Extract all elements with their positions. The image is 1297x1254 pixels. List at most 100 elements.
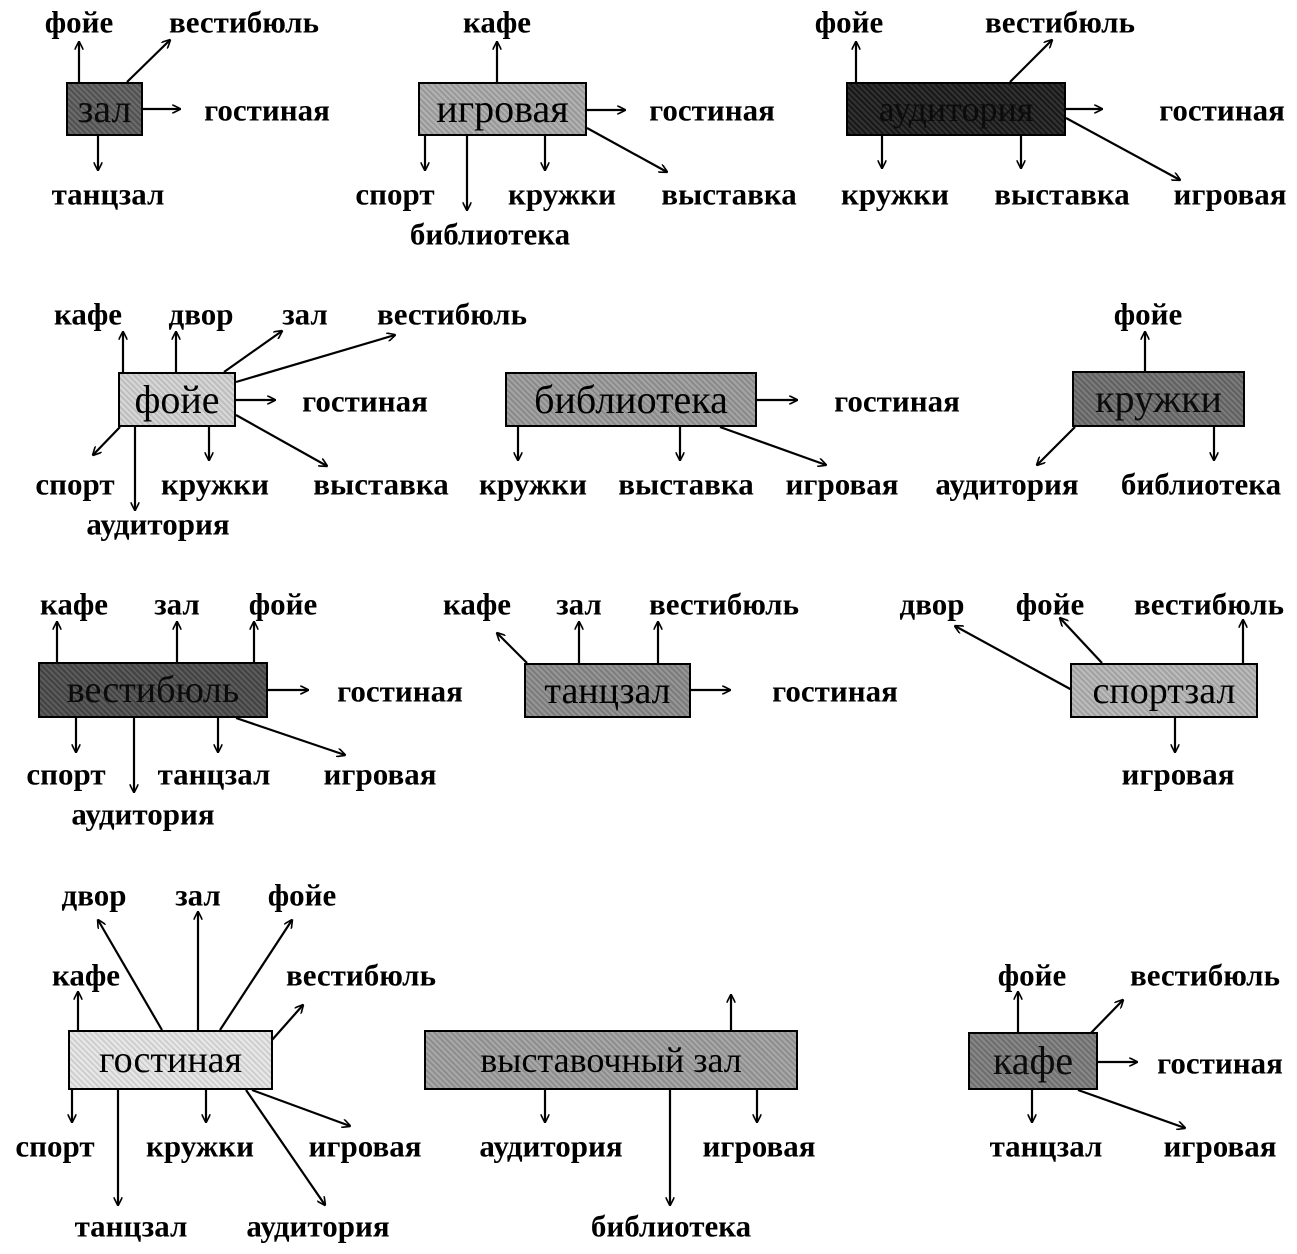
label-aud-vystavka: выставка bbox=[994, 176, 1130, 212]
label-ves-sport: спорт bbox=[26, 756, 106, 792]
label-vys-auditoriya: аудитория bbox=[479, 1128, 623, 1164]
label-gos-foye: фойе bbox=[267, 877, 337, 913]
label-foy-dvor: двор bbox=[168, 296, 234, 332]
label-foy-auditoriya: аудитория bbox=[86, 506, 230, 542]
label-kru-auditoriya: аудитория bbox=[935, 466, 1079, 502]
label-gos-vestibyul: вестибюль bbox=[286, 957, 436, 993]
room-foye: фойе bbox=[118, 372, 236, 427]
label-aud-gostinaya: гостиная bbox=[1159, 92, 1285, 128]
label-kaf-igrovaya: игровая bbox=[1163, 1128, 1277, 1164]
room-biblioteka: библиотека bbox=[505, 372, 757, 427]
label-igr-gostinaya: гостиная bbox=[649, 92, 775, 128]
label-foy-zal: зал bbox=[282, 296, 328, 332]
label-ves-gostinaya: гостиная bbox=[337, 673, 463, 709]
room-vestibyul: вестибюль bbox=[38, 662, 268, 718]
label-ves-tantszal: танцзал bbox=[157, 756, 271, 792]
label-kaf-tantszal: танцзал bbox=[989, 1128, 1103, 1164]
label-gos-dvor: двор bbox=[61, 877, 127, 913]
label-gos-kafe: кафе bbox=[51, 957, 121, 993]
label-tan-zal: зал bbox=[556, 586, 602, 622]
label-aud-vestibyul: вестибюль bbox=[985, 4, 1135, 40]
arrow-kaf-igrovaya bbox=[1077, 1088, 1185, 1128]
room-sportzal: спортзал bbox=[1070, 663, 1258, 718]
arrow-foy-vystavka bbox=[235, 414, 327, 466]
label-spo-dvor: двор bbox=[899, 586, 965, 622]
label-kaf-foye: фойе bbox=[997, 957, 1067, 993]
room-kruzhki: кружки bbox=[1072, 371, 1245, 427]
label-bib-vystavka: выставка bbox=[618, 466, 754, 502]
label-ves-kafe: кафе bbox=[39, 586, 109, 622]
arrow-aud-igrovaya bbox=[1065, 117, 1180, 180]
label-igr-kafe: кафе bbox=[462, 4, 532, 40]
arrow-gos-vestibyul bbox=[271, 1005, 303, 1041]
label-gos-tantszal: танцзал bbox=[74, 1208, 188, 1244]
label-kaf-vestibyul: вестибюль bbox=[1130, 957, 1280, 993]
label-aud-igrovaya: игровая bbox=[1173, 176, 1287, 212]
label-aud-foye: фойе bbox=[814, 4, 884, 40]
label-igr-biblioteka: библиотека bbox=[409, 216, 571, 252]
arrow-foy-zal bbox=[223, 331, 282, 373]
label-foy-sport: спорт bbox=[35, 466, 115, 502]
label-foy-vystavka: выставка bbox=[313, 466, 449, 502]
arrow-gos-auditoriya bbox=[245, 1089, 325, 1205]
label-bib-kruzhki: кружки bbox=[479, 466, 587, 502]
room-kafe: кафе bbox=[968, 1032, 1098, 1090]
label-kaf-gostinaya: гостиная bbox=[1157, 1045, 1283, 1081]
label-spo-igrovaya: игровая bbox=[1121, 756, 1235, 792]
label-foy-vestibyul: вестибюль bbox=[377, 296, 527, 332]
label-spo-foye: фойе bbox=[1015, 586, 1085, 622]
room-auditoriya: аудитория bbox=[846, 82, 1066, 136]
arrow-kru-auditoriya bbox=[1037, 426, 1076, 465]
arrow-foy-vestibyul bbox=[235, 335, 395, 384]
room-zal: зал bbox=[66, 82, 143, 136]
arrow-gos-igrovaya bbox=[251, 1088, 350, 1126]
label-foy-kruzhki: кружки bbox=[161, 466, 269, 502]
arrow-gos-dvor bbox=[98, 920, 163, 1031]
label-bib-gostinaya: гостиная bbox=[834, 383, 960, 419]
label-zal-tantszal: танцзал bbox=[51, 176, 165, 212]
arrow-aud-vestibyul bbox=[1009, 40, 1052, 83]
label-gos-igrovaya: игровая bbox=[308, 1128, 422, 1164]
label-aud-kruzhki: кружки bbox=[841, 176, 949, 212]
room-tantszal: танцзал bbox=[524, 663, 691, 718]
arrow-spo-foye bbox=[1060, 618, 1103, 664]
label-gos-sport: спорт bbox=[15, 1128, 95, 1164]
label-kru-foye: фойе bbox=[1113, 296, 1183, 332]
label-foy-gostinaya: гостиная bbox=[302, 383, 428, 419]
label-ves-zal: зал bbox=[154, 586, 200, 622]
label-zal-vestibyul: вестибюль bbox=[169, 4, 319, 40]
label-kru-biblioteka: библиотека bbox=[1120, 466, 1282, 502]
arrow-igr-vystavka bbox=[586, 127, 667, 172]
label-vys-igrovaya: игровая bbox=[702, 1128, 816, 1164]
arrow-tan-kafe bbox=[497, 633, 528, 664]
room-vystavochny-zal: выставочный зал bbox=[424, 1030, 798, 1090]
label-zal-foye: фойе bbox=[44, 4, 114, 40]
label-ves-auditoriya: аудитория bbox=[71, 796, 215, 832]
room-gostinaya: гостиная bbox=[68, 1030, 273, 1090]
label-tan-gostinaya: гостиная bbox=[772, 673, 898, 709]
label-foy-kafe: кафе bbox=[53, 296, 123, 332]
label-ves-foye: фойе bbox=[248, 586, 318, 622]
label-gos-kruzhki: кружки bbox=[146, 1128, 254, 1164]
label-zal-gostinaya: гостиная bbox=[204, 92, 330, 128]
room-igrovaya: игровая bbox=[418, 82, 587, 136]
arrow-zal-vestibyul bbox=[126, 40, 170, 83]
arrow-foy-sport bbox=[93, 426, 121, 455]
label-tan-kafe: кафе bbox=[442, 586, 512, 622]
label-ves-igrovaya: игровая bbox=[323, 756, 437, 792]
arrow-spo-dvor bbox=[955, 626, 1073, 691]
label-bib-igrovaya: игровая bbox=[785, 466, 899, 502]
label-gos-zal: зал bbox=[175, 877, 221, 913]
label-igr-kruzhki: кружки bbox=[508, 176, 616, 212]
arrow-kaf-vestibyul bbox=[1087, 1000, 1123, 1037]
label-tan-vestibyul: вестибюль bbox=[649, 586, 799, 622]
label-spo-vestibyul: вестибюль bbox=[1134, 586, 1284, 622]
arrow-gos-foye bbox=[219, 920, 292, 1031]
arrow-ves-igrovaya bbox=[235, 716, 345, 755]
label-igr-vystavka: выставка bbox=[661, 176, 797, 212]
label-igr-sport: спорт bbox=[355, 176, 435, 212]
arrow-bib-igrovaya bbox=[719, 425, 826, 465]
label-vys-biblioteka: библиотека bbox=[590, 1208, 752, 1244]
